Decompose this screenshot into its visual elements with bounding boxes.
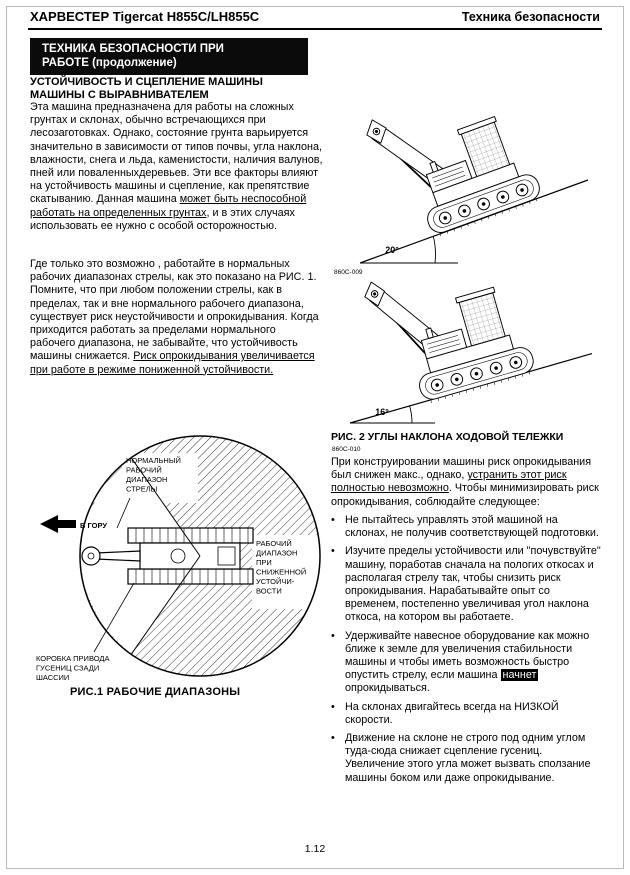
gearbox-label: КОРОБКА ПРИВОДА ГУСЕНИЦ СЗАДИ ШАССИИ xyxy=(36,654,109,682)
svg-text:ШАССИИ: ШАССИИ xyxy=(36,673,69,682)
svg-text:СТРЕЛЫ: СТРЕЛЫ xyxy=(126,485,158,494)
angle-label-top: 20° xyxy=(385,245,399,255)
machine-illustration-bottom: 16° xyxy=(349,244,593,424)
angle-arc-bottom xyxy=(409,405,413,424)
svg-text:ГУСЕНИЦ СЗАДИ: ГУСЕНИЦ СЗАДИ xyxy=(36,664,99,673)
paragraph-tipover-risk: При конструировании машины риск опрокиды… xyxy=(331,456,603,509)
figure-2-tilt-angles: 20° 860C-009 16° xyxy=(330,46,604,430)
track-tread-bottom xyxy=(135,569,249,584)
list-item: • Движение на склоне не строго под одним… xyxy=(331,732,603,785)
paragraph-stability-text: Эта машина предназначена для работы на с… xyxy=(30,101,323,206)
figure-1-caption: РИС.1 РАБОЧИЕ ДИАПАЗОНЫ xyxy=(70,686,241,698)
subsection-heading: УСТОЙЧИВОСТЬ И СЦЕПЛЕНИЕ МАШИНЫ МАШИНЫ С… xyxy=(30,76,330,101)
svg-text:РАБОЧИЙ: РАБОЧИЙ xyxy=(256,539,292,548)
bullet-text: Удерживайте навесное оборудование как мо… xyxy=(345,630,603,696)
normal-range-label: НОРМАЛЬНЫЙ РАБОЧИЙ ДИАПАЗОН СТРЕЛЫ xyxy=(126,456,181,494)
figure-code-top: 860C-009 xyxy=(334,269,363,276)
uphill-label: В ГОРУ xyxy=(80,521,107,530)
track-tread-top xyxy=(135,528,249,543)
tipover-risk-tail: . Чтобы минимизировать риск опрокидывани… xyxy=(331,482,599,508)
paragraph-stability-tail: , и в этих случаях использовать ее нужно… xyxy=(30,206,295,232)
svg-text:НОРМАЛЬНЫЙ: НОРМАЛЬНЫЙ xyxy=(126,456,181,465)
sector-boundary-upper xyxy=(130,457,201,557)
list-item: • Удерживайте навесное оборудование как … xyxy=(331,630,603,696)
bullet-text-pre: Удерживайте навесное оборудование как мо… xyxy=(345,629,590,682)
reduced-stability-label: РАБОЧИЙ ДИАПАЗОН ПРИ СНИЖЕННОЙ УСТОЙЧИ- … xyxy=(256,539,306,596)
bullet-marker: • xyxy=(331,700,335,713)
section-banner-line2: РАБОТЕ (продолжение) xyxy=(42,56,177,69)
uphill-arrow-icon xyxy=(40,515,76,533)
angle-arc-top xyxy=(432,236,436,264)
list-item: • На склонах двигайтесь всегда на НИЗКОЙ… xyxy=(331,701,603,727)
list-item: • Изучите пределы устойчивости или "почу… xyxy=(331,545,603,624)
bullet-marker: • xyxy=(331,732,335,745)
bullet-text: Движение на склоне не строго под одним у… xyxy=(345,732,591,784)
paragraph-work-range: Где только это возможно , работайте в но… xyxy=(30,258,324,377)
bullet-marker: • xyxy=(331,514,335,526)
figure-code-bottom: 860C-010 xyxy=(332,446,361,453)
figure-1-work-ranges: В ГОРУ НОРМАЛЬНЫЙ РАБОЧИЙ ДИАПАЗОН СТРЕЛ… xyxy=(28,416,350,688)
paragraph-stability-underlined: может быть неспособной работать на опред… xyxy=(30,193,307,219)
angle-label-bottom: 16° xyxy=(375,407,389,417)
figure-1-illustration: В ГОРУ НОРМАЛЬНЫЙ РАБОЧИЙ ДИАПАЗОН СТРЕЛ… xyxy=(36,435,326,682)
svg-text:ПРИ: ПРИ xyxy=(256,558,272,567)
subsection-heading-line1: УСТОЙЧИВОСТЬ И СЦЕПЛЕНИЕ МАШИНЫ xyxy=(30,76,263,88)
figure-2-caption: РИС. 2 УГЛЫ НАКЛОНА ХОДОВОЙ ТЕЛЕЖКИ xyxy=(331,431,564,443)
bullet-text-post: опрокидываться. xyxy=(345,682,430,695)
gearbox-label-leader xyxy=(93,582,135,653)
normal-label-leader xyxy=(116,497,131,529)
paragraph-work-range-text: Где только это возможно , работайте в но… xyxy=(30,258,319,363)
boom-top-view xyxy=(95,550,141,562)
paragraph-work-range-underlined: Риск опрокидывания увеличивается при раб… xyxy=(30,350,315,376)
machine-illustration-top: 20° 860C-009 xyxy=(334,73,589,276)
svg-text:СНИЖЕННОЙ: СНИЖЕННОЙ xyxy=(256,568,306,577)
section-banner-line1: ТЕХНИКА БЕЗОПАСНОСТИ ПРИ xyxy=(42,43,224,55)
section-banner: ТЕХНИКА БЕЗОПАСНОСТИ ПРИ РАБОТЕ (продолж… xyxy=(30,38,308,75)
bullet-text: Изучите пределы устойчивости или "почувс… xyxy=(345,545,601,624)
sector-boundary-lower xyxy=(130,555,201,655)
svg-text:ДИАПАЗОН: ДИАПАЗОН xyxy=(126,475,167,484)
machine-top-view xyxy=(81,527,254,585)
svg-text:ВОСТИ: ВОСТИ xyxy=(256,587,282,596)
figure-2-illustration: 20° 860C-009 16° xyxy=(334,73,593,424)
svg-text:ДИАПАЗОН: ДИАПАЗОН xyxy=(256,549,297,558)
normal-label-bg xyxy=(122,453,198,503)
svg-text:УСТОЙЧИ-: УСТОЙЧИ- xyxy=(256,577,295,586)
bullet-marker: • xyxy=(331,629,335,642)
safety-bullet-list: • Не пытайтесь управлять этой машиной на… xyxy=(331,514,603,790)
svg-text:РАБОЧИЙ: РАБОЧИЙ xyxy=(126,466,162,475)
header-rule xyxy=(28,28,602,30)
bullet-marker: • xyxy=(331,545,335,558)
header-title-right: Техника безопасности xyxy=(461,10,600,24)
page-number: 1.12 xyxy=(304,843,326,855)
header-title-left: ХАРВЕСТЕР Tigercat H855C/LH855C xyxy=(30,9,260,24)
bullet-text-inverted: начнет xyxy=(500,669,539,682)
bullet-text: Не пытайтесь управлять этой машиной на с… xyxy=(345,514,599,540)
subsection-heading-line2: МАШИНЫ С ВЫРАВНИВАТЕЛЕМ xyxy=(30,88,209,101)
bullet-text: На склонах двигайтесь всегда на НИЗКОЙ с… xyxy=(345,700,559,726)
paragraph-stability: Эта машина предназначена для работы на с… xyxy=(30,101,324,233)
tipover-risk-text: При конструировании машины риск опрокиды… xyxy=(331,456,592,482)
list-item: • Не пытайтесь управлять этой машиной на… xyxy=(331,514,603,540)
range-circle-outline xyxy=(79,435,321,677)
tipover-risk-underlined: устранить этот риск полностью невозможно xyxy=(331,469,567,495)
svg-text:КОРОБКА ПРИВОДА: КОРОБКА ПРИВОДА xyxy=(36,654,109,663)
